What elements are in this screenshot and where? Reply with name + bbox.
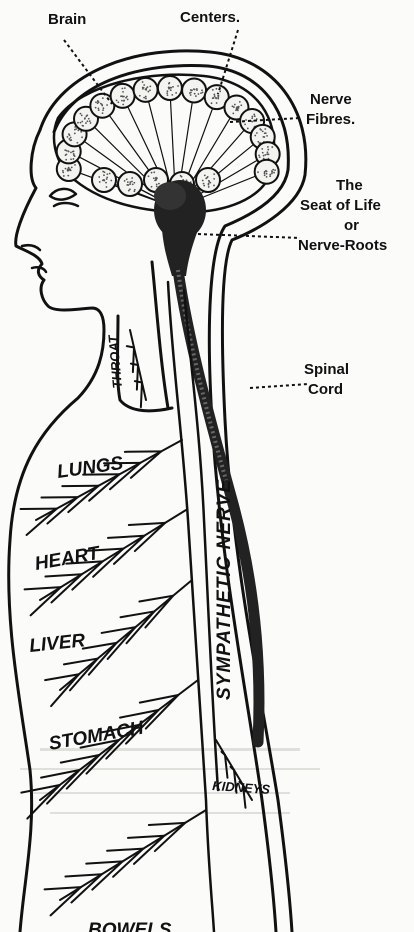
- label-kidneys: KIDNEYS: [212, 778, 271, 797]
- label-throat: THROAT: [105, 334, 125, 389]
- seat-of-life: [154, 180, 206, 276]
- brain-center: [111, 84, 135, 108]
- brain-center: [255, 160, 279, 184]
- brain-center: [182, 78, 206, 102]
- bowels-branches: [45, 810, 206, 915]
- label-seat-2: Seat of Life: [300, 197, 381, 214]
- lungs-branches: [21, 440, 182, 535]
- label-brain: Brain: [48, 11, 86, 28]
- throat-branches: [127, 330, 146, 407]
- brain-center: [158, 76, 182, 100]
- label-seat-4: Nerve-Roots: [298, 237, 387, 254]
- brain-center: [92, 168, 116, 192]
- label-spinal-2: Cord: [308, 381, 343, 398]
- label-liver: LIVER: [28, 630, 86, 657]
- brain-centers: [57, 76, 280, 196]
- label-centers: Centers.: [180, 9, 240, 26]
- label-spinal-1: Spinal: [304, 361, 349, 378]
- label-seat-3: or: [344, 217, 359, 234]
- label-nerve-fibres-2: Fibres.: [306, 111, 355, 128]
- label-sympathetic-nerve: SYMPATHETIC NERVE: [214, 479, 235, 700]
- label-bowels: BOWELS: [88, 920, 172, 932]
- label-seat-1: The: [336, 177, 363, 194]
- brain-center: [196, 168, 220, 192]
- brain-center: [134, 78, 158, 102]
- label-nerve-fibres-1: Nerve: [310, 91, 352, 108]
- brain-center: [118, 172, 142, 196]
